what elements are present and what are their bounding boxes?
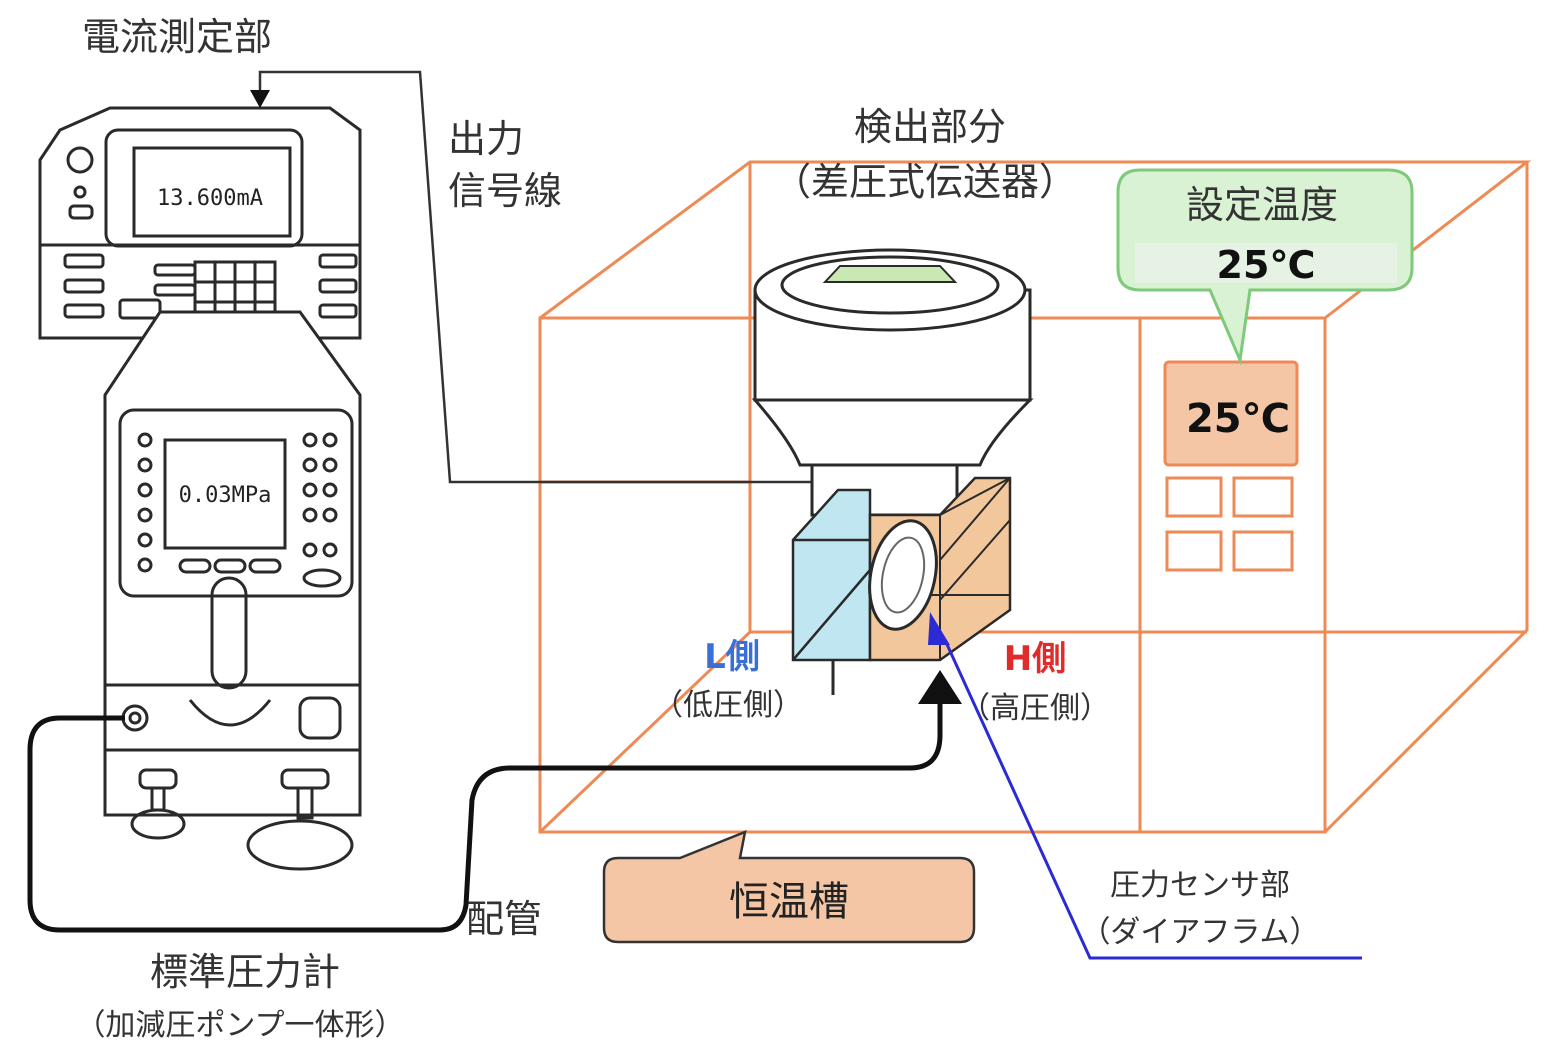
set-temp-callout (1116, 168, 1414, 366)
piping-arrow-head (918, 670, 962, 704)
sensor-pointer-line (943, 639, 1362, 960)
piping (27, 700, 943, 933)
label-current-meter: 電流測定部 (82, 15, 272, 59)
label-l-side-sub: （低圧側） (653, 688, 803, 723)
gauge-display: 0.03MPa (179, 483, 272, 508)
diaphragm (868, 519, 938, 631)
standard-pressure-gauge (103, 310, 362, 871)
output-signal-line (258, 70, 500, 484)
detector-transmitter (751, 248, 1034, 517)
label-detector-2: （差圧式伝送器） (773, 160, 1077, 204)
set-temp-label: 設定温度 (1186, 183, 1338, 227)
sensor-pointer-head (928, 612, 950, 645)
label-chamber: 恒温槽 (729, 879, 849, 925)
label-h-side-sub: （高圧側） (960, 691, 1110, 726)
label-detector-1: 検出部分 (854, 105, 1006, 149)
label-pressure-sensor-1: 圧力センサ部 (1110, 868, 1290, 903)
signal-arrow-head (250, 90, 270, 108)
chamber-control-panel (1163, 360, 1299, 572)
label-std-gauge-1: 標準圧力計 (150, 950, 340, 994)
set-temp-value: 25℃ (1217, 243, 1316, 287)
label-h-side: H側 (1004, 639, 1066, 679)
label-std-gauge-2: （加減圧ポンプ一体形） (75, 1008, 404, 1043)
low-side-block (791, 488, 872, 695)
label-output-line-1: 出力 (448, 117, 524, 161)
label-l-side: L側 (704, 637, 760, 677)
label-pressure-sensor-2: （ダイアフラム） (1080, 915, 1319, 950)
panel-temp-value: 25℃ (1186, 396, 1290, 442)
label-piping: 配管 (466, 897, 542, 941)
meter-display: 13.600mA (157, 186, 263, 211)
current-meter (38, 106, 362, 340)
label-output-line-2: 信号線 (448, 169, 562, 213)
chamber-tag (602, 829, 976, 944)
